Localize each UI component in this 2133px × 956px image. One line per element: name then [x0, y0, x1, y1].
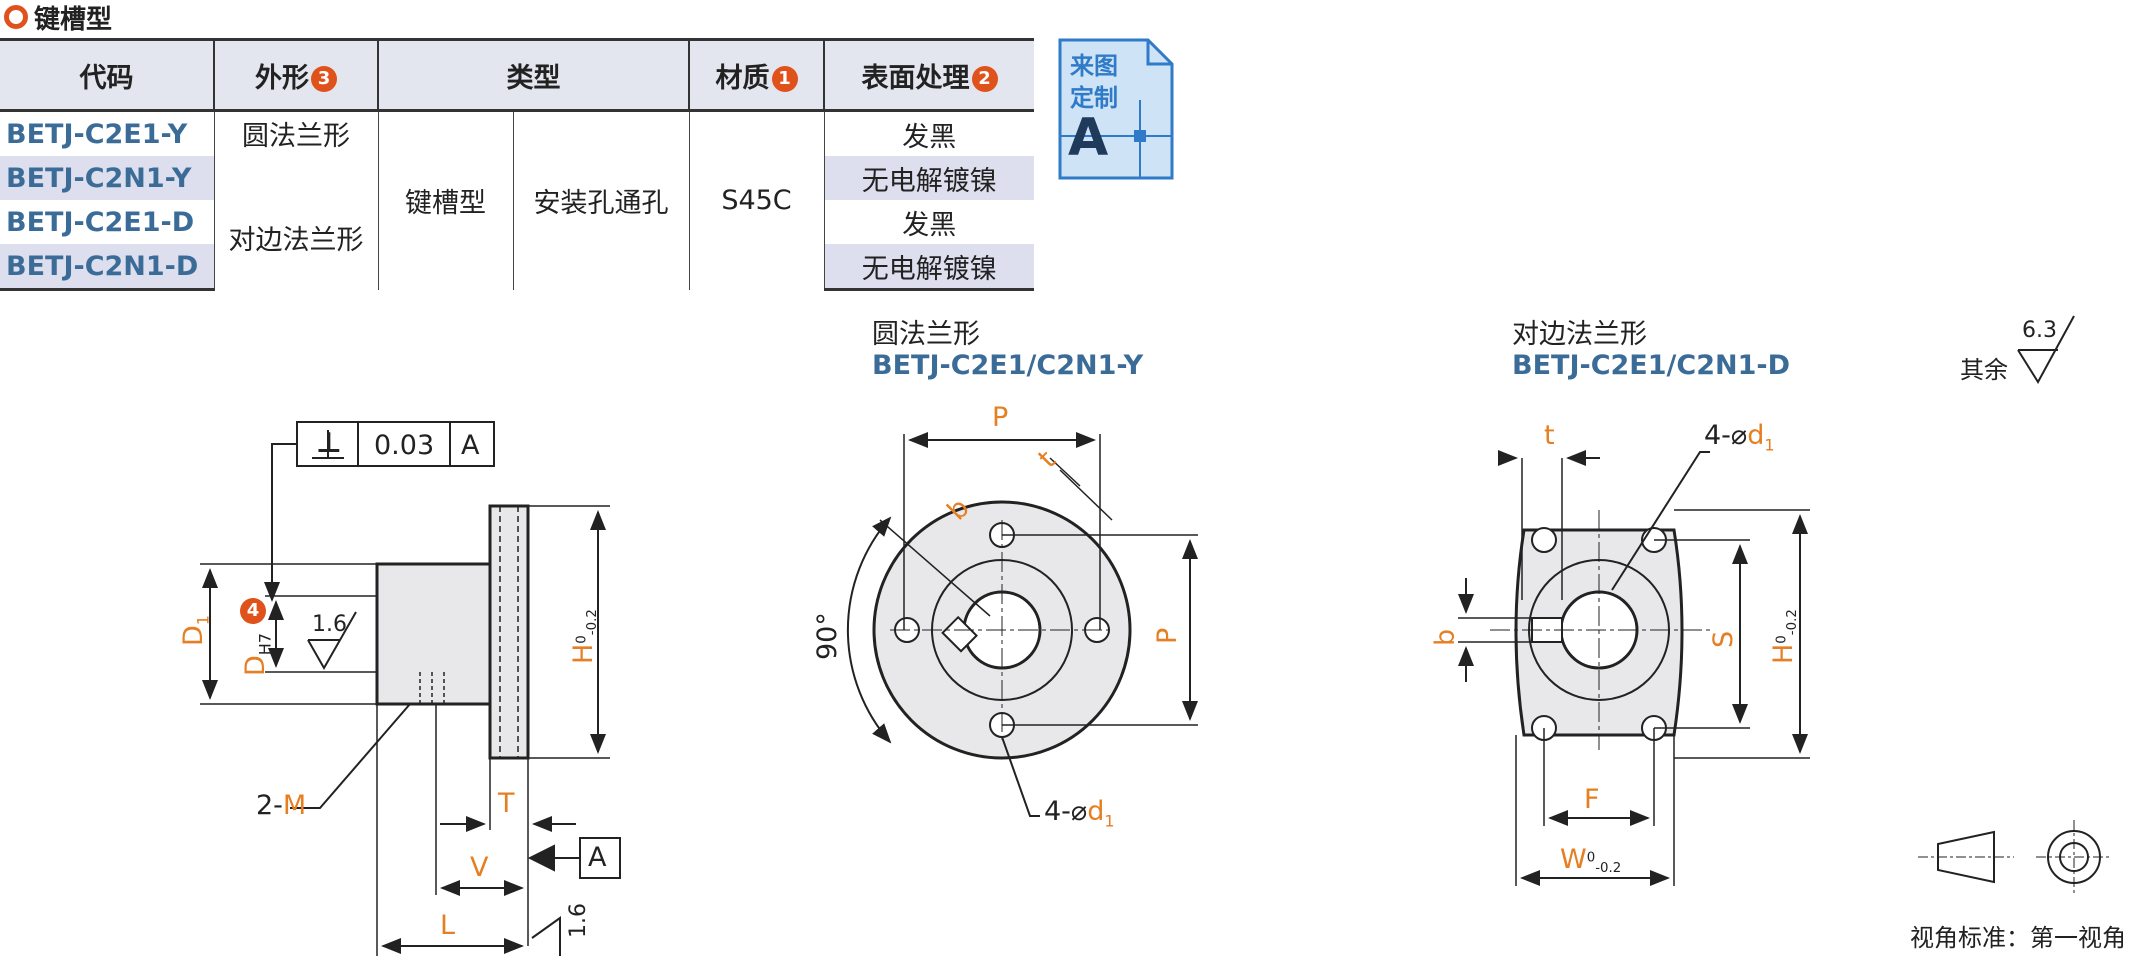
material-cell: S45C	[688, 110, 825, 290]
surface-cell: 发黑	[823, 110, 1034, 156]
roughness-bore: 1.6	[312, 612, 347, 637]
hole-callout-round: 4-⌀d1	[1044, 796, 1115, 831]
code-cell[interactable]: BETJ-C2N1-D	[0, 244, 215, 291]
custom-badge-line2: 定制	[1070, 84, 1118, 112]
note-badge: 2	[971, 66, 998, 92]
shape-cell: 对边法兰形	[213, 200, 379, 290]
dim-F: F	[1584, 784, 1600, 815]
custom-badge-letter: A	[1068, 108, 1109, 168]
surface-cell: 无电解镀镍	[823, 156, 1034, 200]
dim-L: L	[440, 910, 456, 941]
note-badge: 4	[240, 598, 266, 624]
dim-angle: 90°	[812, 612, 843, 660]
dim-M: 2-M	[256, 790, 307, 821]
tolerance-datum: A	[461, 430, 480, 461]
round-view-title: 圆法兰形	[872, 319, 980, 350]
surface-cell: 无电解镀镍	[823, 244, 1034, 291]
circle-bullet-icon	[4, 5, 28, 29]
type-sub-cell: 安装孔通孔	[512, 110, 690, 290]
tolerance-symbol: ⊥	[316, 426, 342, 459]
section-header: 键槽型	[4, 2, 112, 35]
table-row: BETJ-C2N1-Y 无电解镀镍	[0, 156, 1034, 200]
dim-T: T	[498, 788, 515, 819]
section-title: 键槽型	[34, 4, 113, 35]
view-standard: 视角标准：第一视角	[1910, 924, 2126, 952]
code-cell[interactable]: BETJ-C2E1-Y	[0, 110, 215, 156]
dim-S: S	[1708, 630, 1739, 648]
roughness-rest-value: 6.3	[2022, 318, 2057, 343]
header-code: 代码	[0, 38, 215, 112]
cut-view-title: 对边法兰形	[1512, 319, 1647, 350]
surface-cell: 发黑	[823, 200, 1034, 244]
roughness-face: 1.6	[566, 903, 591, 938]
table-row: BETJ-C2E1-D 对边法兰形 发黑	[0, 200, 1034, 290]
custom-badge-line1: 来图	[1070, 52, 1118, 80]
dim-t-cut: t	[1544, 420, 1555, 451]
header-type: 类型	[377, 38, 690, 112]
shape-cell: 圆法兰形	[213, 110, 379, 200]
note-badge: 3	[311, 66, 337, 92]
code-cell[interactable]: BETJ-C2N1-Y	[0, 156, 215, 200]
round-view-codes: BETJ-C2E1/C2N1-Y	[872, 350, 1144, 381]
dim-H: H0-0.2	[568, 609, 601, 664]
side-flange	[488, 504, 530, 760]
dim-D: DH7	[240, 632, 275, 676]
tolerance-value: 0.03	[374, 430, 435, 461]
dim-P-top: P	[992, 402, 1009, 433]
table-row: BETJ-C2N1-D 无电解镀镍	[0, 244, 1034, 291]
dim-H-cut: H0-0.2	[1768, 609, 1801, 664]
datum-A-label: A	[588, 842, 607, 873]
dim-D1: D1	[178, 615, 213, 646]
dim-b-cut: b	[1430, 628, 1461, 646]
table-row: BETJ-C2E1-Y 圆法兰形 键槽型 安装孔通孔 S45C 发黑	[0, 110, 1034, 290]
dim-V: V	[470, 852, 489, 883]
dim-P-side: P	[1152, 627, 1183, 644]
roughness-rest-label: 其余	[1960, 356, 2008, 384]
dim-W: W0-0.2	[1560, 844, 1622, 877]
side-hub	[375, 562, 492, 706]
cut-view-codes: BETJ-C2E1/C2N1-D	[1512, 350, 1790, 381]
note-badge: 1	[771, 66, 798, 92]
hole-callout-cut: 4-⌀d1	[1704, 420, 1775, 455]
type-cell: 键槽型	[377, 110, 514, 290]
